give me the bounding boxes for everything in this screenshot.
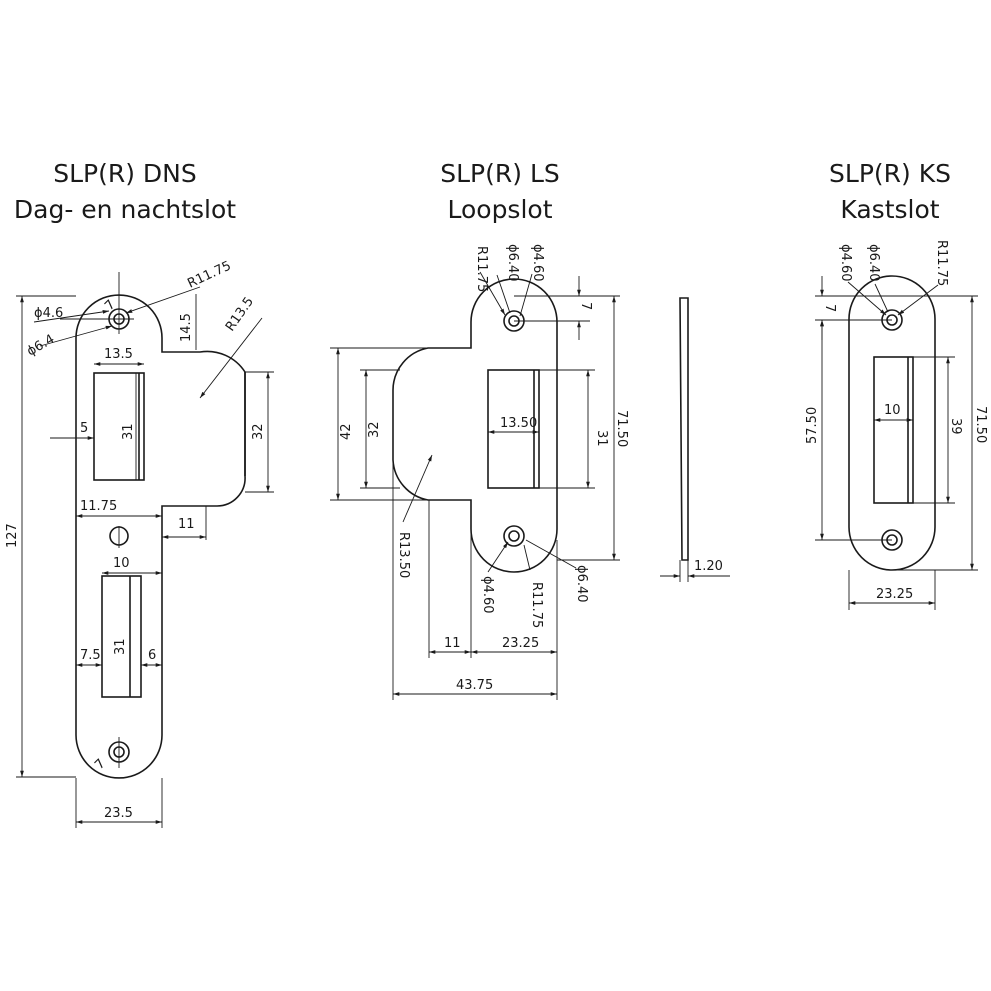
dns-dim-a: 11.75 <box>80 499 117 514</box>
ls-side-profile <box>679 297 689 561</box>
ls-latch-cutout <box>487 369 540 489</box>
ls-dim-w: 13.50 <box>500 416 537 431</box>
ks-dimension-lines <box>815 276 978 610</box>
dns-dim-lip: 32 <box>251 423 266 440</box>
ls-dim-d4: ϕ6.40 <box>574 565 589 603</box>
ls-dim-r3: R11.75 <box>529 582 544 628</box>
dns-dim-width: 23.5 <box>104 806 133 821</box>
dns-dim-w: 13.5 <box>104 347 133 362</box>
ls-dim-h31: 31 <box>594 430 609 447</box>
ls-subtitle: Loopslot <box>447 195 553 224</box>
ls-dim-c: 23.25 <box>502 636 539 651</box>
ks-subtitle: Kastslot <box>840 195 940 224</box>
ls-screw-hole-bottom <box>503 525 525 547</box>
ks-dim-r1: R11.75 <box>934 240 949 286</box>
ls-dim-h42: 42 <box>339 423 354 440</box>
dns-dim-total: 127 <box>5 523 20 548</box>
dns-dimension-lines <box>16 272 274 828</box>
dns-dim-b: 11 <box>178 517 195 532</box>
dns-title-block: SLP(R) DNS Dag- en nachtslot <box>0 156 250 228</box>
ls-dim-d1: ϕ6.40 <box>505 244 520 282</box>
dns-title: SLP(R) DNS <box>53 159 197 188</box>
dns-dim-c: 10 <box>113 556 130 571</box>
ls-title: SLP(R) LS <box>440 159 560 188</box>
ls-dim-d2: ϕ4.60 <box>530 244 545 282</box>
ks-dim-d1: ϕ4.60 <box>838 244 853 282</box>
ks-dim-s1: 7 <box>822 304 837 312</box>
ks-dim-h57: 57.50 <box>805 407 820 444</box>
ks-dim-w: 10 <box>884 403 901 418</box>
ls-dimension-lines <box>330 271 730 700</box>
ls-dim-r1: R11.75 <box>474 246 489 292</box>
dns-dim-f: 6 <box>148 648 156 663</box>
ks-dim-width: 23.25 <box>876 587 913 602</box>
dns-dim-g: 31 <box>113 638 128 655</box>
ks-dim-h71: 71.50 <box>973 406 988 443</box>
dns-bolt-cutout <box>101 575 142 698</box>
ls-dim-h32: 32 <box>367 421 382 438</box>
dns-dim-r1: R11.75 <box>185 258 233 291</box>
ls-title-block: SLP(R) LS Loopslot <box>380 156 620 228</box>
ls-dim-h71: 71.50 <box>614 410 629 447</box>
ls-dim-b: 11 <box>444 636 461 651</box>
ls-screw-countersink-bottom <box>508 530 520 542</box>
ls-dim-t: 1.20 <box>694 559 723 574</box>
ls-drawing: R11.75 ϕ6.40 ϕ4.60 7 42 32 13.50 31 71.5… <box>330 244 730 700</box>
ls-dim-r2: R13.50 <box>396 532 411 578</box>
dns-dim-r2: R13.5 <box>223 295 257 335</box>
dns-dim-d2: ϕ6.4 <box>25 332 58 360</box>
dns-dim-edge: 5 <box>80 421 88 436</box>
ks-drawing: ϕ4.60 ϕ6.40 R11.75 7 57.50 10 39 71.50 2… <box>805 240 988 610</box>
ls-dim-d3: ϕ4.60 <box>480 576 495 614</box>
dns-latch-cutout <box>93 372 145 481</box>
ks-dim-h39: 39 <box>948 418 963 435</box>
ks-latch-cutout <box>873 356 914 504</box>
ls-plate-outline <box>392 278 558 573</box>
ls-dim-s1: 7 <box>578 302 593 310</box>
ks-title: SLP(R) KS <box>829 159 951 188</box>
ks-title-block: SLP(R) KS Kastslot <box>790 156 990 228</box>
ls-dim-total: 43.75 <box>456 678 493 693</box>
dns-dim-h: 31 <box>121 423 136 440</box>
dns-dim-d1: ϕ4.6 <box>34 306 63 321</box>
ks-dim-d2: ϕ6.40 <box>866 244 881 282</box>
dns-subtitle: Dag- en nachtslot <box>13 195 237 224</box>
dns-drawing: ϕ4.6 ϕ6.4 7 R11.75 R13.5 14.5 13.5 5 31 … <box>5 258 274 828</box>
dns-dim-top: 14.5 <box>179 313 194 342</box>
dns-plate-outline <box>75 294 246 779</box>
dns-dim-e: 7.5 <box>80 648 101 663</box>
